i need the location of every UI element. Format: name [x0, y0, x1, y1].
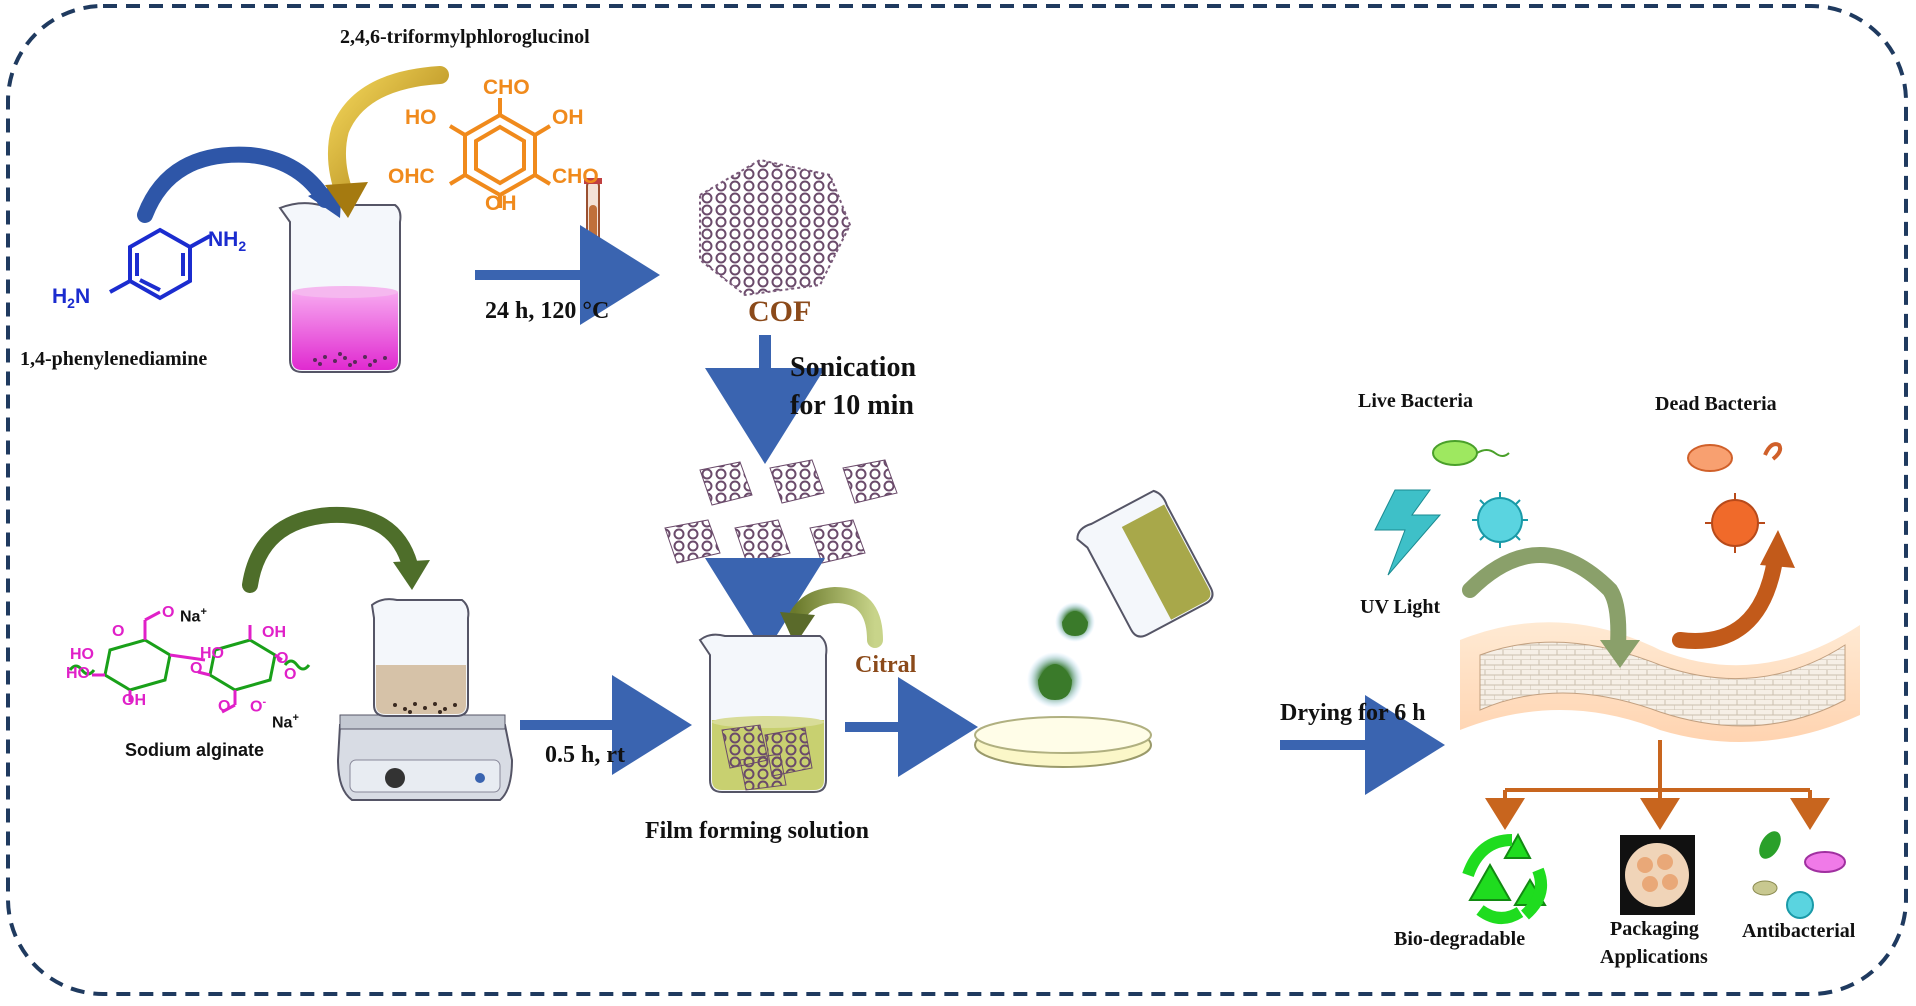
alginate-o-ring1: O	[112, 623, 125, 640]
alginate-name: Sodium alginate	[125, 740, 265, 760]
alginate-o1: O	[162, 604, 175, 621]
dead-virus-orange	[1705, 493, 1765, 553]
alginate-o-ring2: O	[276, 650, 289, 667]
alginate-oh1: OH	[122, 692, 146, 709]
curved-arrow-alginate	[242, 506, 418, 593]
condition-mixing: 0.5 h, rt	[545, 742, 625, 768]
alginate-o2: O	[284, 666, 297, 683]
petri-dish	[974, 716, 1152, 768]
biodegradable-label: Bio-degradable	[1394, 928, 1526, 950]
cof-label: COF	[748, 295, 812, 328]
aldehyde-ohc-left: OHC	[388, 165, 435, 188]
packaging-label-2: Applications	[1600, 946, 1708, 968]
uv-bolt	[1374, 489, 1442, 576]
drying-label: Drying for 6 h	[1280, 700, 1426, 726]
aldehyde-oh-bottom: OH	[485, 192, 517, 215]
condition-synthesis: 24 h, 120 °C	[485, 298, 610, 324]
antibacterial-label: Antibacterial	[1742, 920, 1856, 942]
frame-border	[6, 4, 1908, 996]
live-bacteria-label: Live Bacteria	[1358, 390, 1473, 412]
hot-plate	[336, 714, 514, 801]
beaker-pink	[278, 202, 402, 373]
dead-bacteria-label: Dead Bacteria	[1655, 393, 1777, 415]
branch-lines	[1485, 740, 1830, 830]
alginate-ho2: HO	[66, 665, 90, 682]
amine-nh2-top: NH2	[208, 228, 247, 255]
alginate-o-bridge: O	[190, 660, 203, 677]
amine-h2n-left: H2N	[52, 285, 91, 312]
recycle-icon	[1462, 832, 1547, 924]
citral-label: Citral	[855, 652, 917, 678]
aldehyde-name: 2,4,6-triformylphloroglucinol	[340, 26, 590, 48]
alginate-na2: Na+	[272, 712, 299, 732]
live-bacterium-green	[1432, 440, 1510, 466]
alginate-o3: O	[218, 698, 231, 715]
packaging-label-1: Packaging	[1610, 918, 1699, 940]
amine-name: 1,4-phenylenediamine	[20, 348, 208, 370]
cof-film	[1460, 622, 1860, 742]
curved-arrow-citral	[787, 586, 883, 648]
curved-arrow-to-film	[1462, 547, 1627, 653]
antibacterial-microbes	[1752, 831, 1846, 919]
alginate-ho1: HO	[70, 646, 94, 663]
cof-sheets	[664, 459, 898, 564]
alginate-na1: Na+	[180, 606, 207, 626]
curved-arrow-amine	[137, 146, 333, 223]
aldehyde-cho-top: CHO	[483, 76, 530, 99]
packaging-photo	[1620, 835, 1695, 915]
droplets	[1027, 602, 1095, 708]
amine-structure	[109, 227, 211, 301]
test-tube	[584, 178, 602, 261]
sonication-label-2: for 10 min	[790, 390, 914, 421]
beaker-film	[698, 633, 828, 793]
alginate-oh2: OH	[262, 624, 286, 641]
curved-arrow-dead	[1672, 552, 1783, 649]
sonication-label-1: Sonication	[790, 352, 917, 383]
aldehyde-cho-right: CHO	[552, 165, 599, 188]
uv-light-label: UV Light	[1360, 596, 1441, 618]
alginate-ho3: HO	[200, 645, 224, 662]
aldehyde-structure	[448, 98, 552, 208]
live-virus-cyan	[1472, 492, 1528, 548]
film-solution-label: Film forming solution	[645, 818, 870, 844]
beaker-alginate	[370, 598, 470, 717]
beaker-pouring	[1076, 489, 1214, 638]
alginate-structure	[68, 610, 311, 714]
alginate-o4: O-	[250, 696, 267, 716]
curved-arrow-aldehyde	[328, 66, 449, 204]
aldehyde-oh-right: OH	[552, 106, 584, 129]
dead-bacterium-orange	[1687, 442, 1783, 472]
cof-network	[699, 158, 852, 297]
aldehyde-ho-left: HO	[405, 106, 437, 129]
